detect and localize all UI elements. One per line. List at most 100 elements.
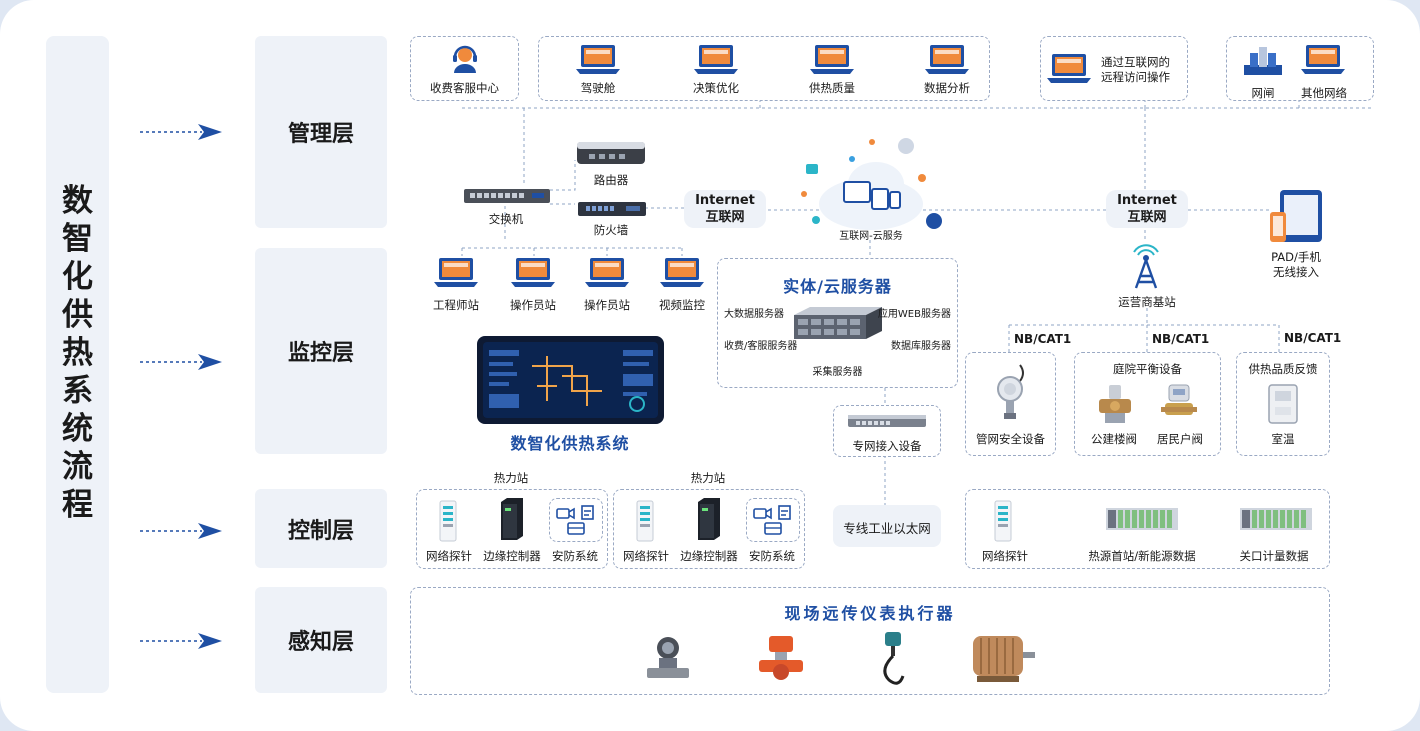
thermostat-icon xyxy=(1268,384,1298,424)
quality-label: 供热质量 xyxy=(809,81,855,95)
pad-line1: PAD/手机 xyxy=(1271,250,1321,264)
security-camera-icon xyxy=(556,505,594,535)
management-apps-box: 驾驶舱 决策优化 供热质量 数据分析 xyxy=(538,36,990,101)
layer-monitoring: 监控层 xyxy=(255,248,387,454)
industrial-ethernet-label: 专线工业以太网 xyxy=(843,521,931,536)
headset-icon xyxy=(453,45,477,73)
pressure-sensor-icon xyxy=(997,364,1024,419)
decision-label: 决策优化 xyxy=(693,81,739,95)
security-label-2: 安防系统 xyxy=(749,549,795,563)
plc-rack-icon xyxy=(1106,508,1178,530)
laptop-icon xyxy=(660,258,704,287)
internet-badge-2: Internet 互联网 xyxy=(1106,190,1188,228)
analysis-label: 数据分析 xyxy=(924,81,970,95)
operator-station-label-2: 操作员站 xyxy=(584,298,630,312)
dashboard-screen-icon xyxy=(477,336,664,424)
bigdata-server-label: 大数据服务器 xyxy=(724,309,784,320)
edge-controller-icon xyxy=(698,498,720,540)
layer-management: 管理层 xyxy=(255,36,387,228)
heat-source-label: 热源首站/新能源数据 xyxy=(1088,549,1196,563)
quality-feedback-box: 供热品质反馈 室温 xyxy=(1236,352,1330,456)
security-icons-box-1 xyxy=(549,498,603,542)
customer-service-box: 收费客服中心 xyxy=(410,36,519,101)
private-access-box: 专网接入设备 xyxy=(833,405,941,457)
laptop-icon xyxy=(810,45,854,74)
firewall-icon xyxy=(578,202,646,216)
other-network-box: 网闸 其他网络 xyxy=(1226,36,1374,101)
base-station-label: 运营商基站 xyxy=(1118,295,1176,309)
probe-label-1: 网络探针 xyxy=(426,549,472,563)
laptop-icon xyxy=(925,45,969,74)
layer-control: 控制层 xyxy=(255,489,387,568)
engineer-station-label: 工程师站 xyxy=(433,298,479,312)
station-label-2: 热力站 xyxy=(690,471,726,485)
quality-feedback-title: 供热品质反馈 xyxy=(1248,362,1318,376)
laptop-icon xyxy=(511,258,555,287)
internet-en-1: Internet xyxy=(695,193,755,208)
router-label: 路由器 xyxy=(593,173,629,187)
station-label-1: 热力站 xyxy=(493,471,529,485)
servers-title: 实体/云服务器 xyxy=(783,277,892,296)
system-name: 数智化供热系统 xyxy=(510,434,630,453)
server-rack-icon xyxy=(794,307,882,339)
electric-valve-icon xyxy=(759,636,803,680)
pad-line2: 无线接入 xyxy=(1273,265,1319,279)
internet-badge-1: Internet 互联网 xyxy=(684,190,766,228)
laptop-icon xyxy=(1301,45,1345,74)
internet-cn-2: 互联网 xyxy=(1127,210,1167,225)
billing-server-label: 收费/客服服务器 xyxy=(724,341,798,352)
yard-balance-box: 庭院平衡设备 公建楼阀 居民户阀 xyxy=(1074,352,1221,456)
pipe-safety-box: 管网安全设备 xyxy=(965,352,1056,456)
laptop-icon xyxy=(694,45,738,74)
probe-label-3: 网络探针 xyxy=(982,549,1028,563)
pressure-transmitter-icon xyxy=(647,637,689,678)
security-camera-icon xyxy=(753,505,791,535)
home-valve-label: 居民户阀 xyxy=(1157,432,1203,446)
motor-icon xyxy=(973,636,1035,682)
tablet-phone-icon xyxy=(1270,190,1322,242)
arrow-right-icon xyxy=(140,354,222,370)
security-label-1: 安防系统 xyxy=(552,549,598,563)
nb-cat1-label-2: NB/CAT1 xyxy=(1152,332,1210,346)
collect-server-label: 采集服务器 xyxy=(812,367,863,378)
sensing-box: 现场远传仪表执行器 xyxy=(410,587,1330,695)
edge-controller-label-2: 边缘控制器 xyxy=(680,549,738,563)
switch-label: 交换机 xyxy=(488,212,524,226)
router-icon xyxy=(577,142,645,164)
internet-en-2: Internet xyxy=(1117,193,1177,208)
remote-access-line2: 远程访问操作 xyxy=(1101,70,1170,84)
servers-box: 实体/云服务器 大数据服务器 应用WEB服务器 收费/客服服务器 数据库服务器 … xyxy=(717,258,958,388)
firewall-label: 防火墙 xyxy=(593,223,629,237)
switch-icon xyxy=(464,189,550,203)
edge-controller-label-1: 边缘控制器 xyxy=(483,549,541,563)
cloud-icon xyxy=(801,138,942,230)
web-server-label: 应用WEB服务器 xyxy=(877,309,951,320)
main-title-panel: 数智化供热系统流程 xyxy=(46,36,109,693)
network-device-icon xyxy=(848,415,926,427)
cell-tower-icon xyxy=(1133,244,1159,289)
probe-icon xyxy=(994,500,1012,542)
probe-label-2: 网络探针 xyxy=(623,549,669,563)
database-server-label: 数据库服务器 xyxy=(891,341,951,352)
other-network-label: 其他网络 xyxy=(1301,86,1347,100)
remote-access-box: 通过互联网的 远程访问操作 xyxy=(1040,36,1188,101)
main-title: 数智化供热系统流程 xyxy=(62,183,93,523)
laptop-icon xyxy=(1047,54,1091,83)
gateway-icon xyxy=(1244,47,1282,75)
industrial-ethernet-box: 专线工业以太网 xyxy=(833,505,941,547)
boundary-label: 关口计量数据 xyxy=(1239,549,1309,563)
arrow-right-icon xyxy=(140,633,222,649)
security-icons-box-2 xyxy=(746,498,800,542)
gateway-label: 网闸 xyxy=(1251,86,1275,100)
layer-sensing: 感知层 xyxy=(255,587,387,693)
arrow-right-icon xyxy=(140,124,222,140)
probe-icon xyxy=(439,500,457,542)
building-valve-icon xyxy=(1099,385,1131,423)
pipe-safety-label: 管网安全设备 xyxy=(976,432,1045,446)
operator-station-label-1: 操作员站 xyxy=(510,298,556,312)
level-sensor-icon xyxy=(883,632,905,685)
cloud-label: 互联网-云服务 xyxy=(839,231,903,242)
edge-controller-icon xyxy=(501,498,523,540)
laptop-icon xyxy=(585,258,629,287)
